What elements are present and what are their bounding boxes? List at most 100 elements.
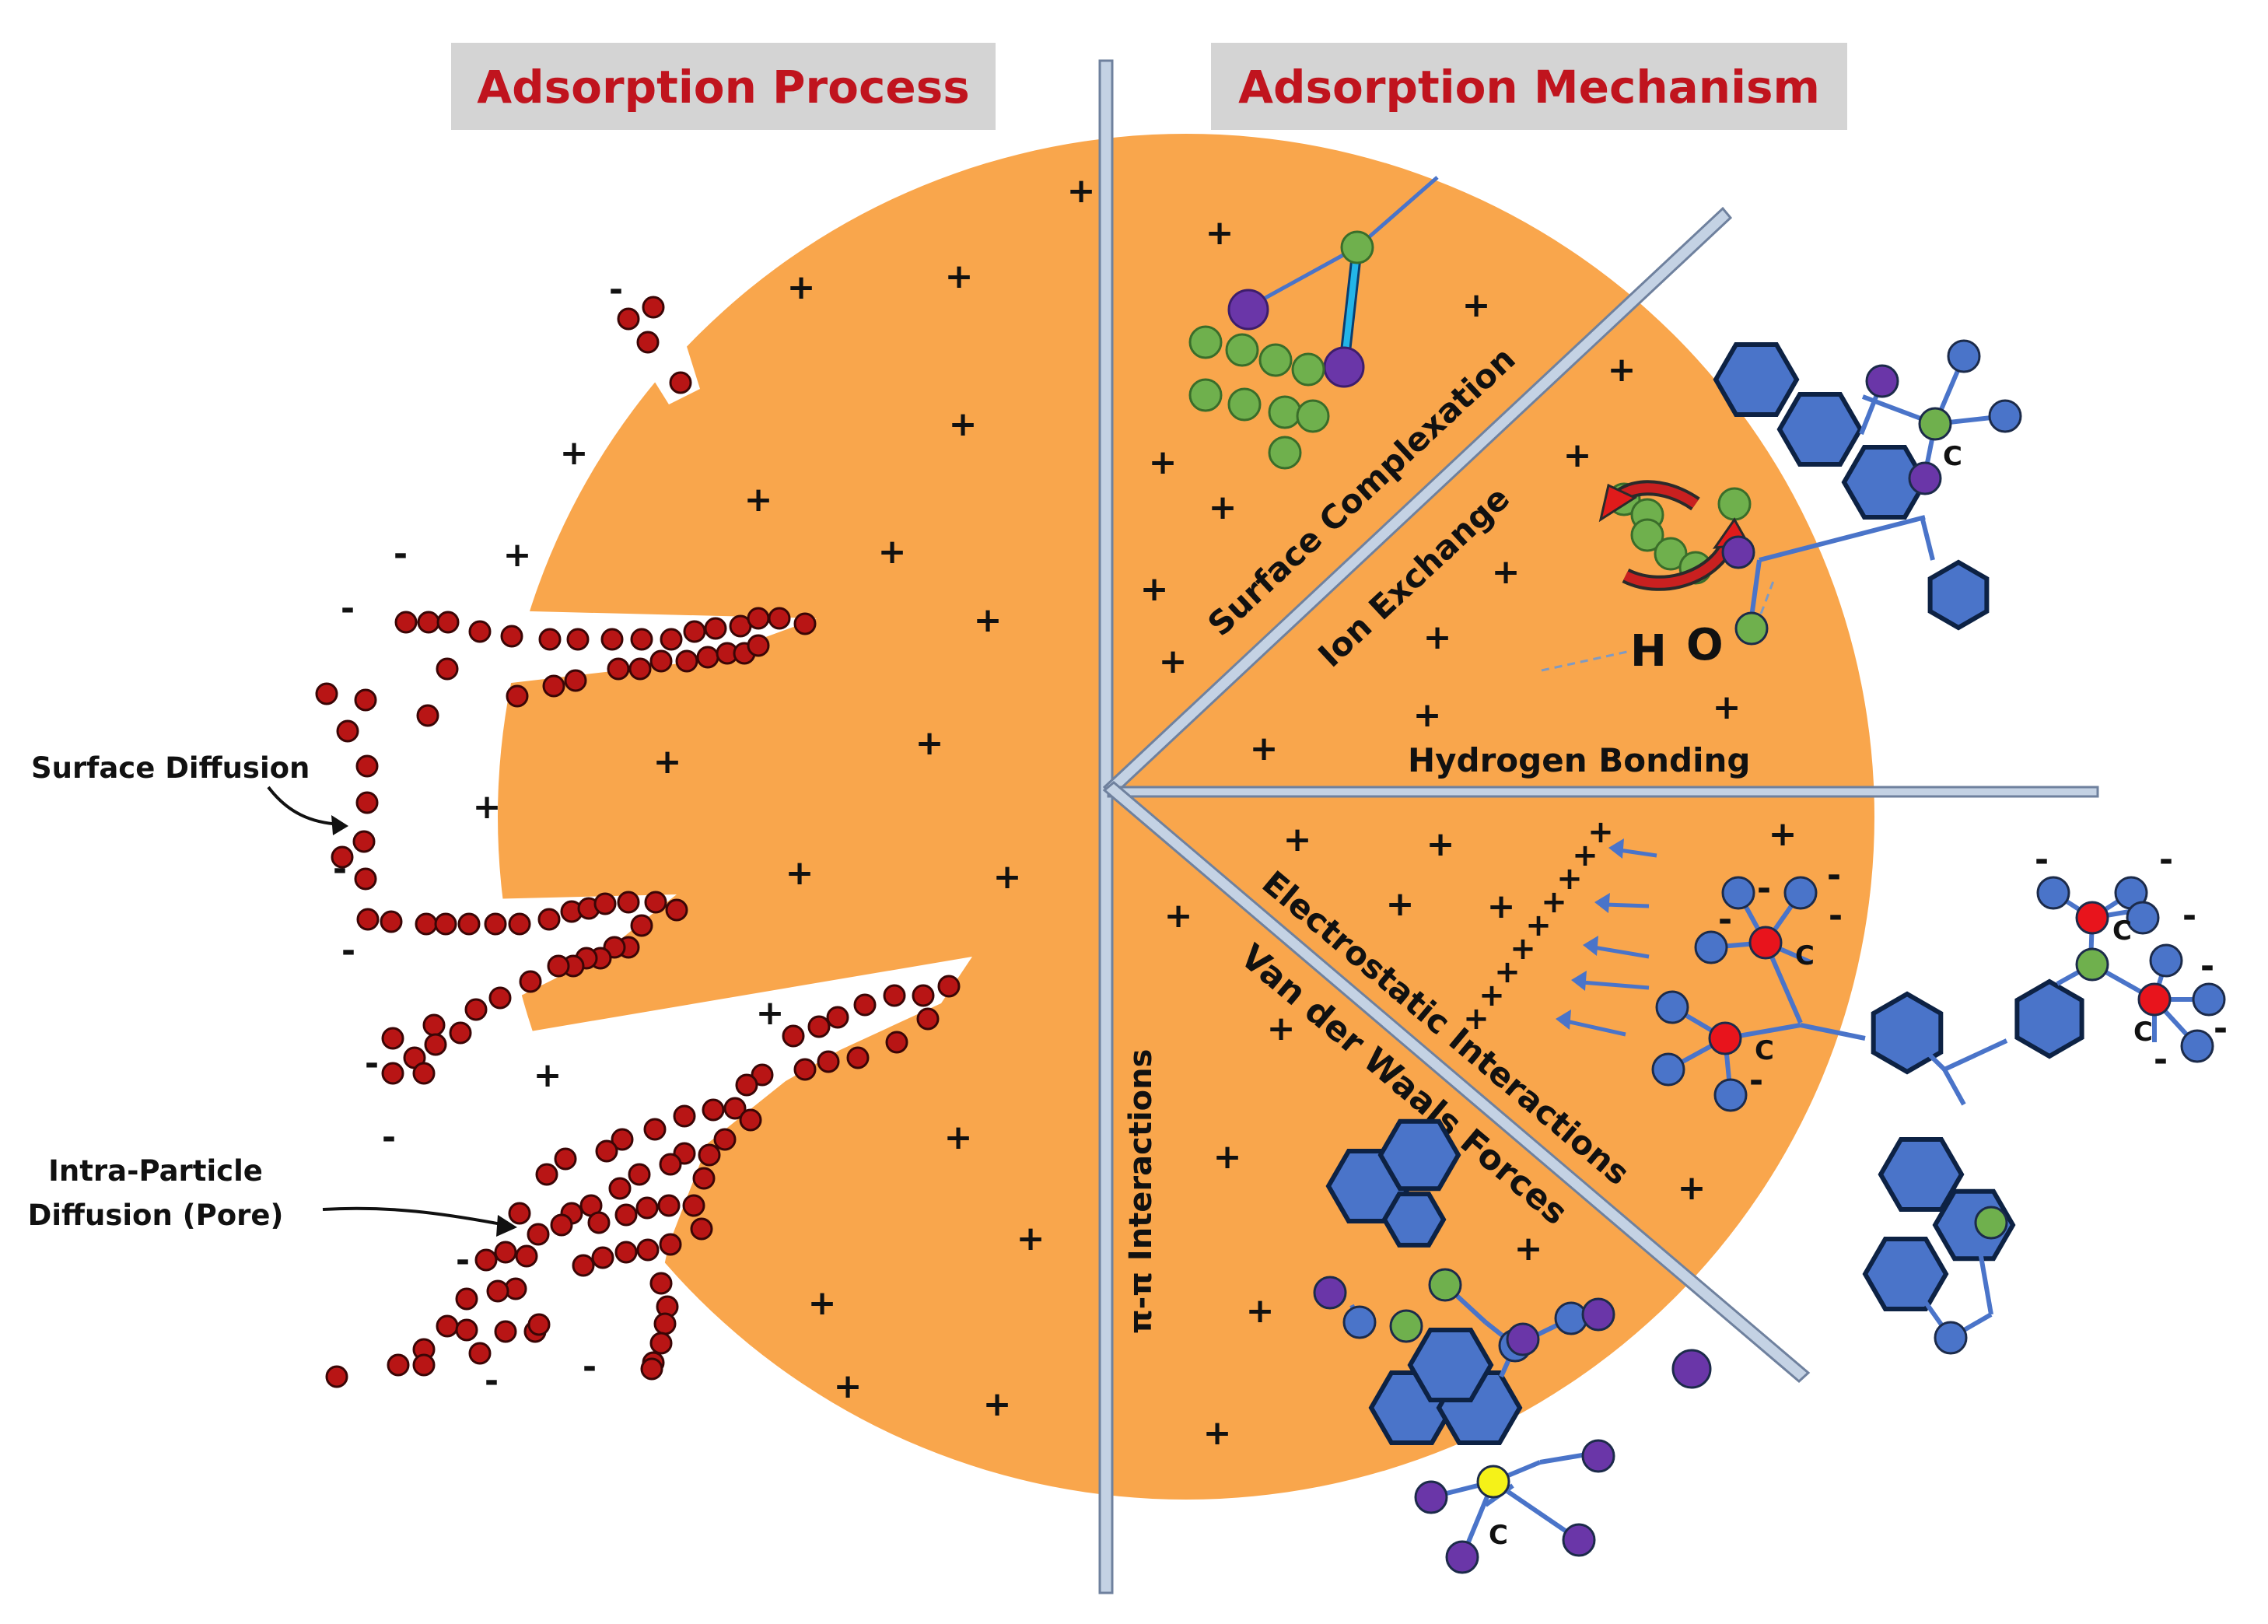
adsorbate-dot	[331, 845, 354, 869]
adsorbate-dot	[508, 1202, 531, 1225]
adsorbate-dot	[630, 628, 653, 651]
adsorbate-dot	[412, 1353, 436, 1377]
surface-complexation-molecule	[1227, 176, 1439, 388]
adsorbate-dot	[566, 628, 590, 651]
benzene-ring	[1713, 342, 1800, 417]
plus-sign: +	[1463, 1001, 1489, 1037]
plus-sign: +	[1246, 1291, 1275, 1331]
adsorbate-dot	[644, 891, 667, 914]
bond	[1539, 1452, 1587, 1465]
bond	[1800, 1023, 1866, 1041]
arrowhead	[1556, 1010, 1571, 1030]
atom	[1554, 1301, 1588, 1335]
bond	[1973, 1224, 1993, 1315]
plus-sign: +	[1164, 896, 1193, 936]
minus-sign: -	[1757, 869, 1771, 908]
minus-sign: -	[365, 1044, 379, 1083]
hbond-dash	[1541, 650, 1628, 672]
green-site	[1296, 399, 1330, 433]
plus-sign: +	[974, 600, 1003, 640]
plus-sign: +	[1608, 350, 1636, 390]
adsorbate-dot	[564, 669, 587, 692]
plus-sign: +	[915, 723, 944, 763]
benzene-ring	[1381, 1192, 1447, 1248]
adsorbate-dot	[595, 1139, 618, 1163]
adsorbate-dot	[782, 1024, 805, 1048]
adsorbate-dot	[538, 628, 562, 651]
plus-sign: +	[1572, 838, 1598, 873]
adsorbate-dot	[591, 1246, 614, 1269]
label-intra-particle-1: Intra-Particle	[48, 1154, 263, 1188]
bond	[1905, 1031, 1947, 1072]
plus-sign: +	[1067, 171, 1096, 211]
adsorbate-dot	[587, 1211, 611, 1234]
adsorbate-dot	[387, 1353, 410, 1377]
adsorbate-dot	[696, 646, 719, 669]
adsorbate-dot	[593, 892, 617, 915]
plus-sign: +	[1541, 884, 1567, 920]
adsorbate-dot	[747, 607, 770, 630]
adsorbate-dot	[683, 620, 706, 643]
atom	[1476, 1465, 1510, 1499]
plus-sign: +	[1423, 618, 1452, 657]
carbon-label-2: C	[1795, 940, 1815, 971]
minus-sign: -	[2035, 840, 2049, 880]
atom-oxygen: O	[1686, 620, 1724, 670]
atom	[1428, 1268, 1462, 1302]
adsorbate-dot	[457, 912, 481, 936]
adsorbate-dot	[853, 993, 877, 1017]
adsorbate-dot	[550, 1213, 573, 1237]
plus-sign: +	[560, 433, 589, 473]
label-surface-diffusion: Surface Diffusion	[31, 751, 310, 785]
adsorbate-dot	[628, 1163, 651, 1186]
adsorbate-dot	[635, 1196, 659, 1220]
electrostatic-arrow	[1619, 848, 1657, 858]
electrostatic-arrow	[1566, 1019, 1626, 1037]
atom	[1694, 930, 1728, 964]
adsorbate-dot	[702, 1098, 725, 1122]
benzene-ring	[1841, 445, 1928, 520]
atom	[1313, 1276, 1347, 1310]
plus-sign: +	[949, 404, 978, 444]
adsorbate-dot	[434, 912, 457, 936]
adsorbate-dot	[354, 867, 377, 891]
adsorbate-dot	[673, 1104, 696, 1128]
electrostatic-arrow	[1605, 902, 1650, 908]
green-site	[1268, 436, 1302, 470]
adsorbate-dot	[494, 1320, 517, 1343]
plus-sign: +	[878, 532, 907, 572]
plus-sign: +	[1250, 729, 1279, 768]
adsorbate-dot	[665, 898, 688, 922]
benzene-ring	[1407, 1328, 1494, 1402]
minus-sign: -	[583, 1347, 597, 1387]
green-site	[1188, 378, 1223, 412]
arrowhead	[1571, 971, 1587, 991]
adsorbate-dot	[883, 984, 906, 1007]
adsorbent-particle	[498, 134, 1874, 1500]
plus-sign: +	[1462, 285, 1491, 325]
label-pi-pi: π-π Interactions	[1123, 1049, 1159, 1334]
adsorbate-dot	[937, 975, 961, 998]
plus-sign: +	[653, 742, 682, 782]
atom	[2075, 947, 2109, 982]
adsorbate-dot	[515, 1244, 538, 1268]
adsorbate-dot	[747, 634, 770, 657]
adsorbate-dot	[698, 1143, 721, 1167]
adsorbate-dot	[394, 611, 418, 634]
adsorbate-dot	[723, 1097, 747, 1120]
atom	[1934, 1321, 1968, 1355]
bond	[1759, 515, 1926, 562]
electrostatic-arrows	[1556, 838, 1657, 1037]
arrowhead	[1608, 838, 1624, 859]
atom-hydrogen: H	[1630, 626, 1667, 677]
plus-sign: +	[744, 480, 773, 520]
adsorbate-dot	[630, 914, 653, 937]
atom	[1414, 1480, 1448, 1514]
adsorbate-dot	[617, 891, 640, 914]
adsorbate-dot	[817, 1050, 840, 1073]
adsorbate-dot	[640, 1357, 663, 1381]
molecule-atoms	[1313, 339, 2226, 1574]
adsorbate-dot	[416, 704, 439, 727]
adsorbate-dot	[807, 1015, 831, 1038]
adsorbate-dot	[735, 1073, 758, 1097]
